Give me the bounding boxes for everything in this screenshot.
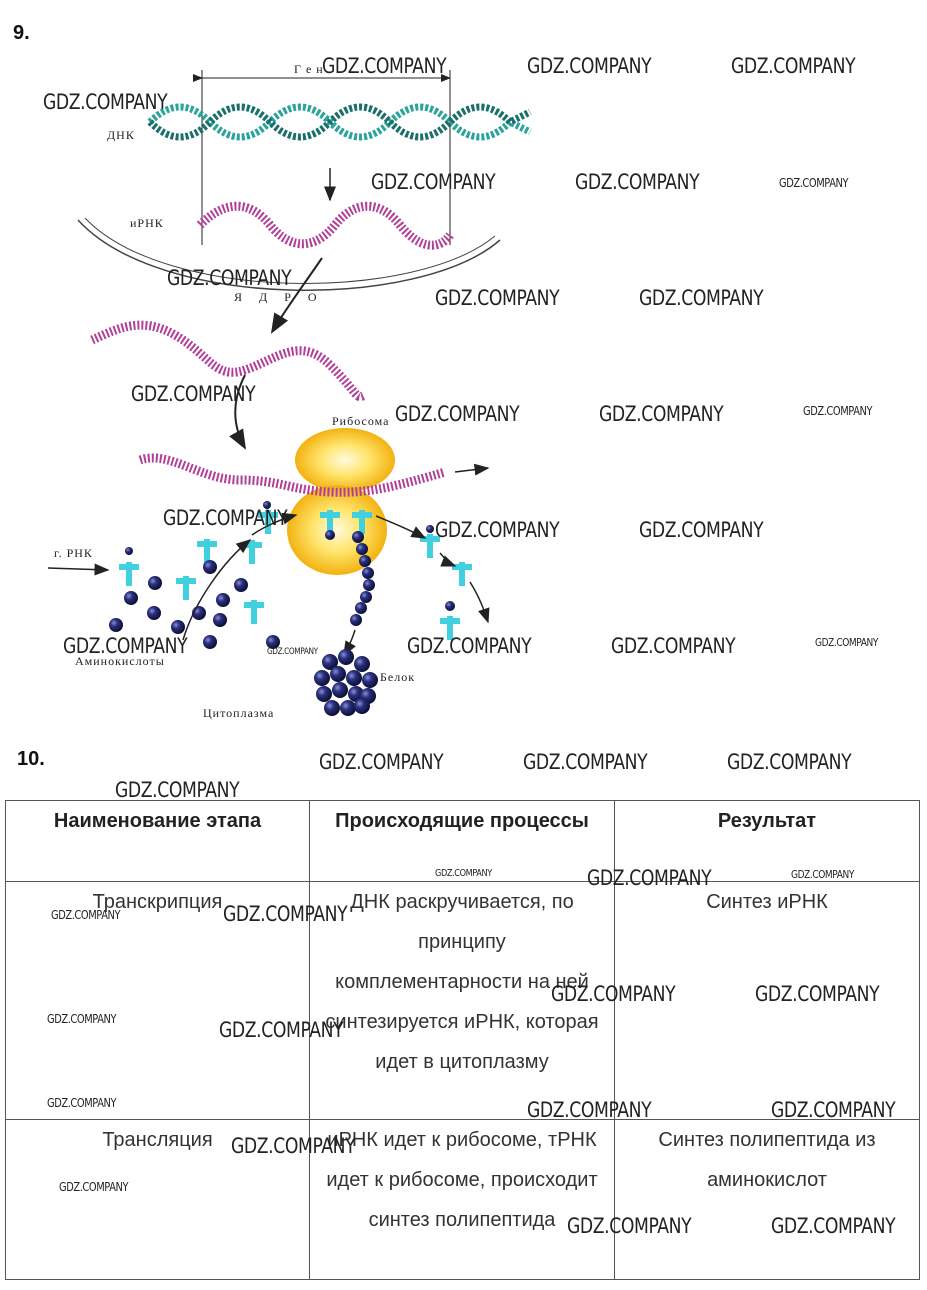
- cytoplasm-label: Цитоплазма: [203, 706, 275, 720]
- watermark: GDZ.COMPANY: [771, 1214, 896, 1238]
- watermark: GDZ.COMPANY: [567, 1214, 692, 1238]
- watermark: GDZ.COMPANY: [219, 1018, 344, 1042]
- arrow-export: [270, 257, 323, 334]
- header-processes: Происходящие процессы: [309, 800, 615, 882]
- task-9-number: 9.: [13, 22, 30, 44]
- watermark: GDZ.COMPANY: [163, 506, 288, 530]
- nuclear-envelope: [77, 217, 501, 291]
- process-cell: иРНК идет к рибосоме, тРНК идет к рибосо…: [309, 1119, 615, 1280]
- table-row: Транскрипция ДНК раскручивается, по прин…: [5, 881, 920, 1120]
- gene-bracket: [193, 70, 451, 245]
- dna-helix: [147, 103, 532, 141]
- watermark: GDZ.COMPANY: [43, 90, 168, 114]
- watermark: GDZ.COMPANY: [755, 982, 880, 1006]
- watermark: GDZ.COMPANY: [231, 1134, 356, 1158]
- protein-cluster: [314, 649, 378, 716]
- watermark: GDZ.COMPANY: [371, 170, 496, 194]
- watermark: GDZ.COMPANY: [267, 647, 318, 657]
- watermark: GDZ.COMPANY: [395, 402, 520, 426]
- watermark: GDZ.COMPANY: [47, 1012, 117, 1026]
- watermark: GDZ.COMPANY: [319, 750, 444, 774]
- watermark: GDZ.COMPANY: [575, 170, 700, 194]
- watermark: GDZ.COMPANY: [587, 866, 712, 890]
- watermark: GDZ.COMPANY: [527, 54, 652, 78]
- watermark: GDZ.COMPANY: [611, 634, 736, 658]
- polypeptide-chain: [350, 531, 375, 626]
- table-row: Трансляция иРНК идет к рибосоме, тРНК ид…: [5, 1119, 920, 1280]
- watermark: GDZ.COMPANY: [771, 1098, 896, 1122]
- watermark: GDZ.COMPANY: [599, 402, 724, 426]
- diagram-svg: [47, 70, 532, 716]
- watermark: GDZ.COMPANY: [551, 982, 676, 1006]
- watermark: GDZ.COMPANY: [131, 382, 256, 406]
- watermark: GDZ.COMPANY: [731, 54, 856, 78]
- protein-synthesis-diagram: Г е н ДНК иРНК Я Д Р О Рибосома г. РНК А…: [0, 40, 927, 730]
- nucleus-label: Я Д Р О: [234, 290, 318, 304]
- dna-label: ДНК: [107, 128, 135, 142]
- ribosome-label: Рибосома: [332, 414, 390, 428]
- ribosome: [287, 428, 395, 575]
- mrna-label: иРНК: [130, 216, 164, 230]
- watermark: GDZ.COMPANY: [322, 54, 447, 78]
- arrow-mrna-out: [454, 463, 490, 476]
- watermark: GDZ.COMPANY: [791, 868, 854, 881]
- watermark: GDZ.COMPANY: [523, 750, 648, 774]
- arrow-trna-in: [47, 563, 110, 576]
- stage-cell: Трансляция: [5, 1119, 310, 1280]
- watermark: GDZ.COMPANY: [407, 634, 532, 658]
- process-cell: ДНК раскручивается, по принципу комплеме…: [309, 881, 615, 1120]
- watermark: GDZ.COMPANY: [435, 518, 560, 542]
- watermark: GDZ.COMPANY: [51, 908, 121, 922]
- trna-label: г. РНК: [54, 546, 93, 560]
- watermark: GDZ.COMPANY: [727, 750, 852, 774]
- watermark: GDZ.COMPANY: [639, 518, 764, 542]
- mrna-on-ribosome: [138, 453, 447, 497]
- mrna-cytoplasm: [90, 320, 368, 402]
- watermark: GDZ.COMPANY: [115, 778, 240, 802]
- stages-table: Наименование этапа Происходящие процессы…: [5, 800, 920, 1280]
- watermark: GDZ.COMPANY: [59, 1180, 129, 1194]
- watermark: GDZ.COMPANY: [779, 176, 849, 190]
- watermark: GDZ.COMPANY: [167, 266, 292, 290]
- header-stage: Наименование этапа: [5, 800, 310, 882]
- gene-label: Г е н: [294, 62, 324, 76]
- amino-acids: [109, 501, 455, 649]
- watermark: GDZ.COMPANY: [527, 1098, 652, 1122]
- mrna-in-nucleus: [196, 201, 454, 250]
- cytoplasm-arrows: [182, 512, 490, 657]
- watermark: GDZ.COMPANY: [47, 1096, 117, 1110]
- watermark: GDZ.COMPANY: [63, 634, 188, 658]
- watermark: GDZ.COMPANY: [803, 404, 873, 418]
- watermark: GDZ.COMPANY: [435, 286, 560, 310]
- arrow-to-ribosome: [229, 374, 246, 450]
- protein-label: Белок: [380, 670, 416, 684]
- task-10-number: 10.: [17, 748, 45, 770]
- watermark: GDZ.COMPANY: [639, 286, 764, 310]
- amino-acids-label: Аминокислоты: [75, 654, 165, 668]
- watermark: GDZ.COMPANY: [223, 902, 348, 926]
- stage-cell: Транскрипция: [5, 881, 310, 1120]
- result-cell: Синтез полипептида из аминокислот: [614, 1119, 920, 1280]
- trna-molecules: [119, 510, 472, 640]
- watermark: GDZ.COMPANY: [815, 636, 878, 649]
- watermark: GDZ.COMPANY: [435, 868, 492, 879]
